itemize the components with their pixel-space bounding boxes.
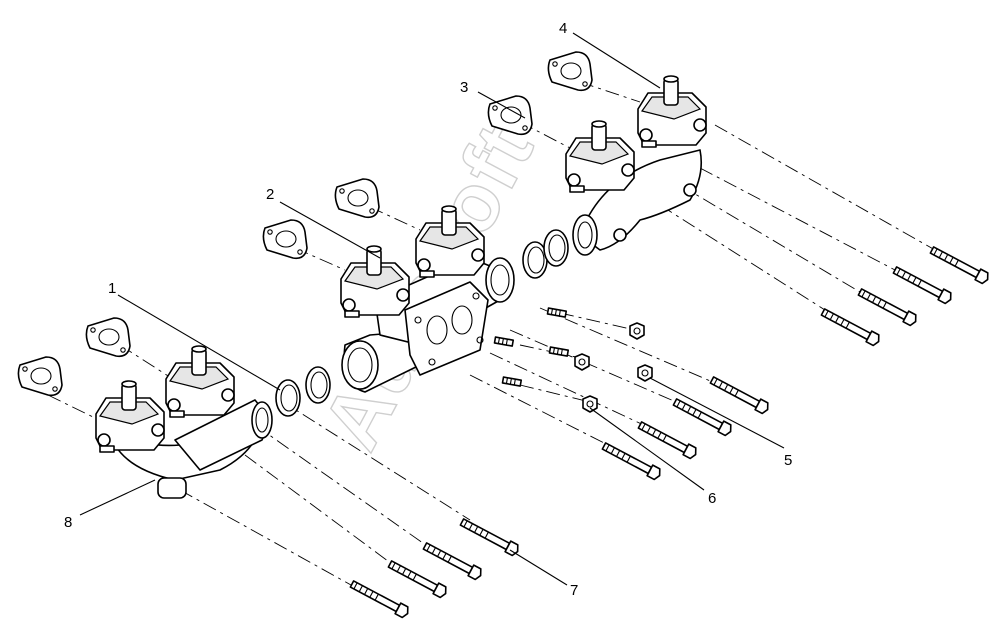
- manifold-section-rear: [565, 75, 707, 256]
- callout-6: 6: [708, 490, 716, 507]
- callout-7: 7: [570, 582, 578, 599]
- callout-4: 4: [559, 20, 567, 37]
- manifold-section-front: [95, 345, 273, 499]
- callout-labels: 1 2 3 4 5 6 7 8: [64, 20, 792, 599]
- callout-5: 5: [784, 452, 792, 469]
- callout-2: 2: [266, 186, 274, 203]
- callout-8: 8: [64, 514, 72, 531]
- ring-seals-right: [522, 229, 569, 279]
- callout-1: 1: [108, 280, 116, 297]
- manifold-section-center: [340, 205, 515, 393]
- leader-lines: [79, 32, 785, 586]
- studs-and-nuts: [493, 307, 653, 413]
- callout-3: 3: [460, 79, 468, 96]
